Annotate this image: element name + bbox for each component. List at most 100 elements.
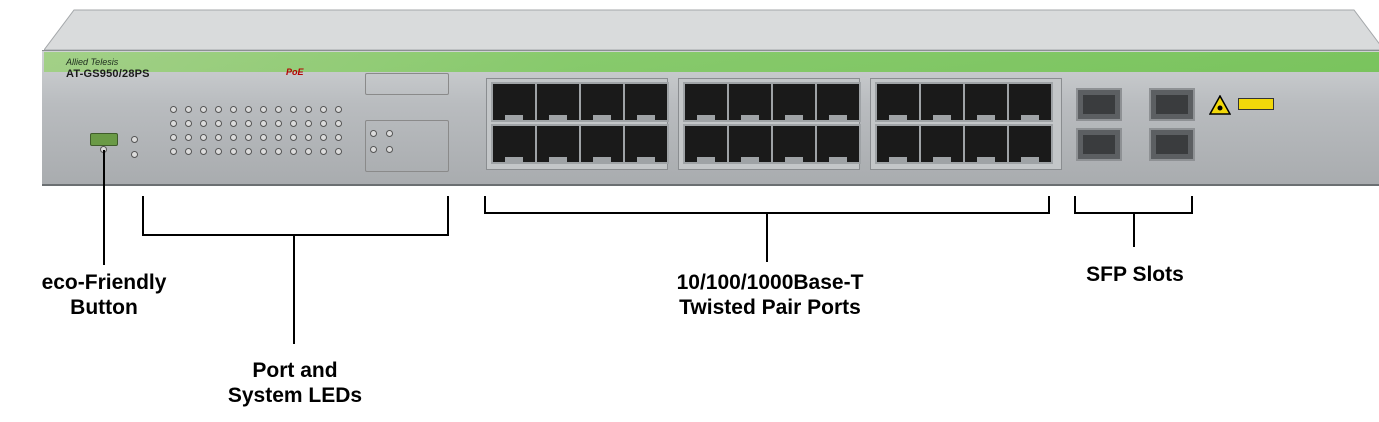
eco-friendly-button-callout: eco-Friendly Button [41,271,167,319]
port-led [275,148,282,155]
port-led [245,120,252,127]
led-bracket-left [142,196,144,236]
port-system-leds-callout: Port and System LEDs [227,359,363,407]
port-led [245,134,252,141]
ports-leader-line [766,212,768,262]
port-led [335,134,342,141]
port-led [305,148,312,155]
port-led [260,106,267,113]
sfp-bracket-right [1191,196,1193,214]
rj45-port[interactable] [579,82,625,122]
port-led [200,148,207,155]
port-led [275,134,282,141]
port-led [185,148,192,155]
port-led [290,120,297,127]
port-led [215,106,222,113]
sfp-slot[interactable] [1149,88,1195,121]
ports-bracket-right [1048,196,1050,214]
port-led [305,106,312,113]
port-led [200,134,207,141]
poe-logo: PoE [286,67,304,77]
rj45-port[interactable] [535,124,581,164]
rj45-port[interactable] [919,82,965,122]
port-led [185,120,192,127]
rj45-port[interactable] [535,82,581,122]
sfp-bracket-left [1074,196,1076,214]
port-led [170,120,177,127]
rj45-port[interactable] [919,124,965,164]
port-led [290,148,297,155]
sfp-led [386,130,393,137]
laser-warning-icon [1209,95,1231,115]
port-led [185,106,192,113]
led-leader-line [293,234,295,344]
port-led [215,134,222,141]
port-led [305,134,312,141]
rj45-port[interactable] [623,124,669,164]
port-led [200,120,207,127]
rj45-port[interactable] [623,82,669,122]
system-status-led [131,151,138,158]
rj45-port[interactable] [771,124,817,164]
rj45-port[interactable] [579,124,625,164]
rj45-port[interactable] [815,82,861,122]
rj45-port[interactable] [875,82,921,122]
port-led [185,134,192,141]
port-led [335,106,342,113]
port-led [275,120,282,127]
rj45-port[interactable] [875,124,921,164]
port-led [230,120,237,127]
rj45-port[interactable] [727,124,773,164]
rj45-port[interactable] [815,124,861,164]
poe-status-led [131,136,138,143]
port-led [320,148,327,155]
twisted-pair-ports-callout: 10/100/1000Base-T Twisted Pair Ports [676,271,864,319]
eco-button-leader-line [103,150,105,265]
port-led [170,134,177,141]
rj45-port[interactable] [683,124,729,164]
port-led [230,148,237,155]
rj45-port[interactable] [1007,124,1053,164]
sfp-slot[interactable] [1076,88,1122,121]
rj45-port[interactable] [683,82,729,122]
port-led [305,120,312,127]
port-led [290,134,297,141]
front-panel-accent-band [44,52,1379,72]
rj45-port[interactable] [771,82,817,122]
rj45-port[interactable] [963,124,1009,164]
rj45-port[interactable] [491,124,537,164]
brand-logo: Allied Telesis [66,57,119,67]
rj45-port[interactable] [1007,82,1053,122]
rj45-port[interactable] [727,82,773,122]
sfp-led [370,130,377,137]
rj45-port[interactable] [491,82,537,122]
port-led [335,148,342,155]
ports-bracket-left [484,196,486,214]
laser-class-label [1238,98,1274,110]
port-led [260,134,267,141]
switch-top-surface [44,9,1379,51]
port-led [215,120,222,127]
port-led [215,148,222,155]
led-bracket-bottom [142,234,449,236]
port-led [320,106,327,113]
eco-friendly-button[interactable] [90,133,118,146]
port-led [275,106,282,113]
sfp-slot[interactable] [1149,128,1195,161]
rj45-port[interactable] [963,82,1009,122]
port-led [290,106,297,113]
sfp-led-panel [365,120,449,172]
port-led [230,134,237,141]
port-led [245,106,252,113]
sfp-slot[interactable] [1076,128,1122,161]
sfp-leader-line [1133,212,1135,247]
port-led [335,120,342,127]
sfp-slots-callout: SFP Slots [1086,263,1184,286]
sfp-led [386,146,393,153]
port-led [320,120,327,127]
led-bracket-right [447,196,449,236]
port-led [260,148,267,155]
port-led [200,106,207,113]
port-led-grid [170,100,350,164]
port-led [230,106,237,113]
